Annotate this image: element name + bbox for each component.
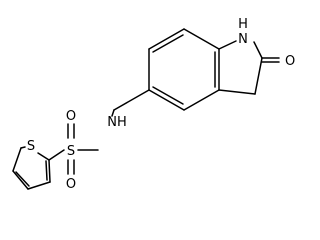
atom-label-oxo: O: [285, 54, 295, 69]
atom-label-nh-ring-n: N: [238, 32, 248, 47]
atom-label-sulfur-sulfonyl: S: [67, 144, 75, 159]
atom-label-oxygen-up: O: [66, 109, 76, 124]
atom-label-sulfur-thiophene: S: [27, 139, 35, 154]
thiophene-ring: [12, 146, 51, 190]
atom-label-nh-ring-h: H: [238, 17, 248, 32]
sulfonyl-bonds: [48, 123, 99, 175]
atom-label-nh-sulfonamide: NH: [107, 115, 127, 130]
structure-diagram: N H O NH S O O S: [12, 17, 295, 192]
lactam-ring: [218, 40, 280, 95]
atom-label-oxygen-down: O: [66, 177, 76, 192]
benzene-ring: [148, 28, 220, 111]
methylene-linker: [111, 89, 150, 117]
